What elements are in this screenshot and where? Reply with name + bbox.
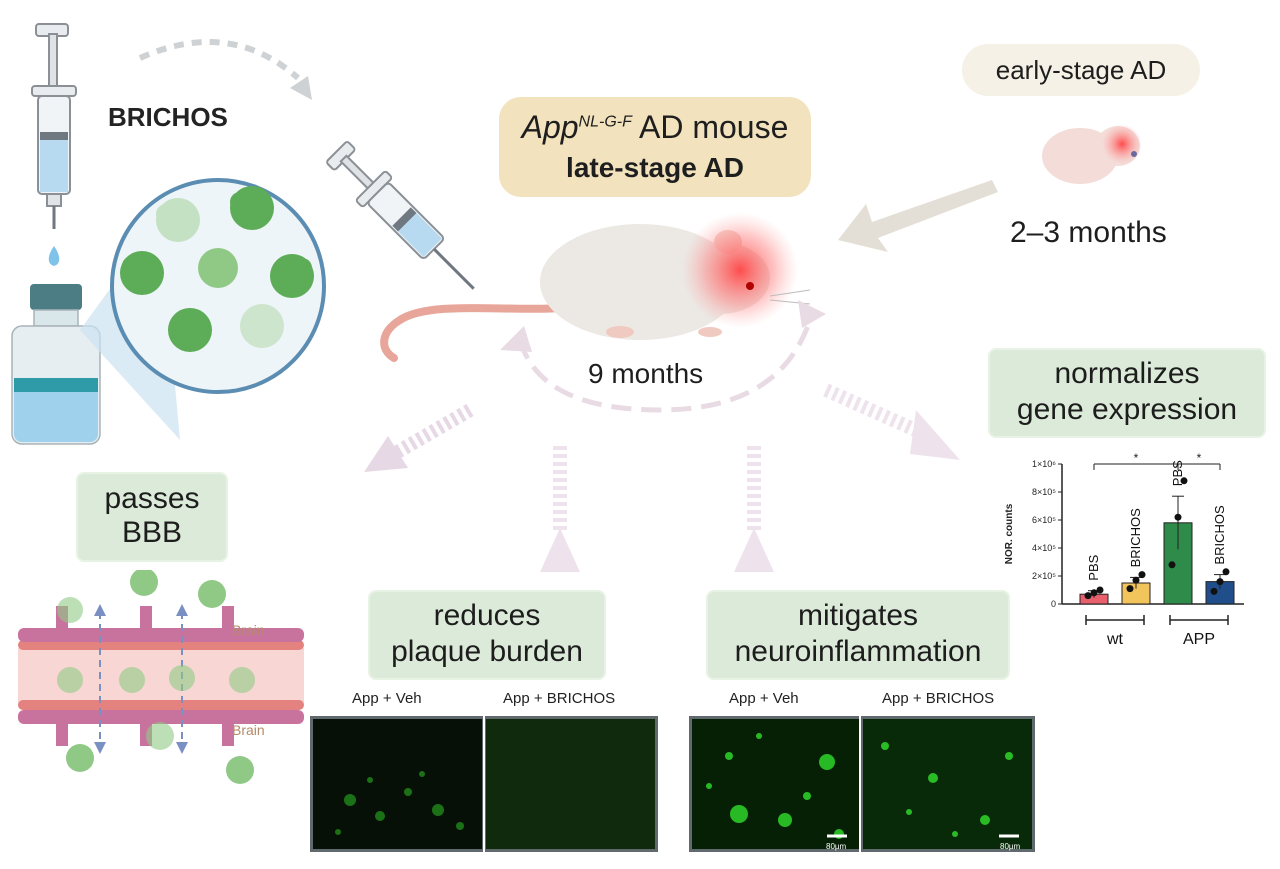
bbb-diagram (18, 570, 304, 784)
early-to-mouse-arrow (838, 180, 998, 252)
reduces-box: reduces plaque burden (370, 592, 604, 678)
y-axis-label: NOR. counts (1004, 503, 1015, 564)
brain-label-bottom: Brain (232, 722, 265, 738)
bar-category-label: PBS (1170, 460, 1185, 486)
mouse-model-title: AppNL-G-F AD mouse (499, 109, 811, 146)
passes-bbb-line1: passes (104, 482, 200, 515)
brichos-label: BRICHOS (108, 102, 228, 132)
group-label: APP (1183, 631, 1215, 648)
significance-star: * (1134, 451, 1139, 465)
passes-bbb-box: passes BBB (78, 474, 226, 560)
normalizes-arrow (823, 383, 960, 460)
brichos-protein-icons (120, 186, 314, 352)
mouse-model-genotype: NL-G-F (578, 113, 632, 131)
bar-category-label: BRICHOS (1128, 508, 1143, 568)
mouse-icon (380, 212, 811, 362)
y-tick-label: 2×10⁵ (1032, 571, 1056, 581)
pup-icon (1042, 124, 1142, 184)
mitigates-arrow (734, 446, 774, 572)
data-point (1132, 576, 1140, 584)
scale-bar-label-left: 80µm (826, 842, 847, 851)
mitigates-line1: mitigates (797, 599, 919, 632)
group-label: wt (1106, 631, 1124, 648)
data-point (1090, 589, 1098, 597)
data-point (1222, 568, 1230, 576)
y-tick-label: 6×10⁵ (1032, 515, 1056, 525)
passes-bbb-arrow (364, 403, 474, 472)
data-point (1126, 585, 1134, 593)
passes-bbb-line2: BBB (121, 516, 183, 549)
reduces-arrow (540, 446, 580, 572)
treatment-cycle-arrow (500, 300, 826, 413)
dashed-arrow-to-syringe (138, 39, 312, 100)
inflammation-left-label: App + Veh (729, 690, 799, 707)
mitigates-box: mitigates neuroinflammation (708, 592, 1008, 678)
syringe-vertical-icon (31, 23, 77, 266)
significance-star: * (1197, 451, 1202, 465)
vial-icon (11, 284, 101, 445)
scale-bar-label-right: 80µm (1000, 842, 1021, 851)
data-point (1168, 561, 1176, 569)
mitigates-line2: neuroinflammation (734, 635, 982, 668)
syringe-diagonal-icon (326, 141, 475, 290)
mouse-model-box: AppNL-G-F AD mouse late-stage AD (499, 97, 811, 197)
mouse-model-prefix: App (521, 109, 579, 145)
data-point (1138, 571, 1146, 579)
y-tick-label: 0 (1051, 599, 1056, 609)
y-tick-label: 8×10⁵ (1032, 487, 1056, 497)
age-late-label: 9 months (588, 358, 704, 389)
inflammation-micrograph (689, 716, 1035, 852)
brain-label-top: Brain (232, 622, 265, 638)
age-early-label: 2–3 months (1010, 216, 1167, 249)
normalizes-box: normalizes gene expression (990, 350, 1264, 436)
plaque-micrograph (310, 716, 658, 852)
normalizes-line1: normalizes (1054, 357, 1200, 390)
data-point (1210, 587, 1218, 595)
data-point (1216, 578, 1224, 586)
plaque-right-label: App + BRICHOS (503, 690, 616, 707)
reduces-line1: reduces (433, 599, 541, 632)
y-tick-label: 4×10⁵ (1032, 543, 1056, 553)
data-point (1096, 586, 1104, 594)
bar-category-label: PBS (1086, 554, 1101, 580)
normalizes-line2: gene expression (1016, 393, 1238, 426)
reduces-line2: plaque burden (391, 635, 583, 668)
mouse-model-suffix: AD mouse (631, 109, 789, 145)
early-stage-pill: early-stage AD (962, 44, 1200, 96)
data-point (1084, 592, 1092, 600)
late-stage-label: late-stage AD (566, 152, 744, 183)
bar-category-label: BRICHOS (1212, 505, 1227, 565)
data-point (1180, 477, 1188, 485)
inflammation-right-label: App + BRICHOS (882, 690, 995, 707)
plaque-left-label: App + Veh (352, 690, 422, 707)
data-point (1174, 513, 1182, 521)
y-tick-label: 1×10⁶ (1032, 459, 1056, 469)
